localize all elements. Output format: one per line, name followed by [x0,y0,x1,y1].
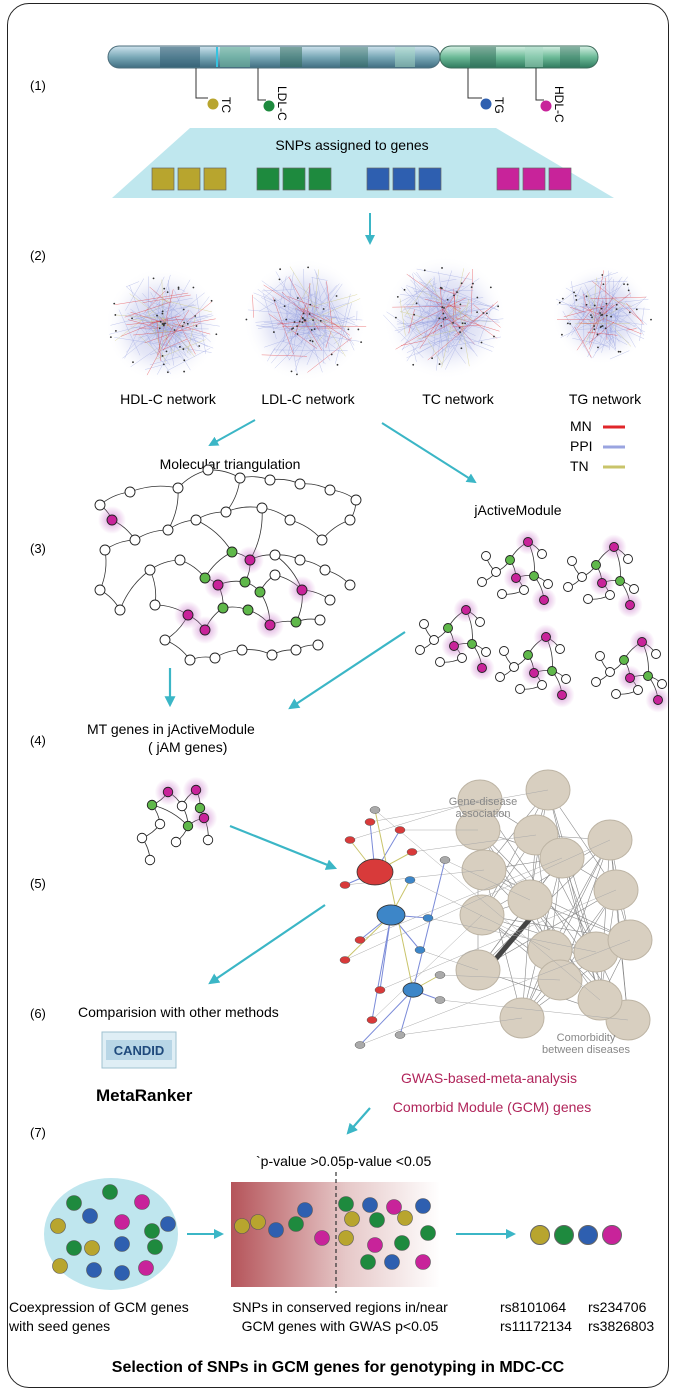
snp-tc-dot [207,98,219,110]
footer-title: Selection of SNPs in GCM genes for genot… [112,1359,565,1376]
snp-label-tg: TG [492,97,506,114]
network-label-hdl: HDL-C network [120,391,217,407]
hairball-3 [552,265,652,365]
rs-4: rs3826803 [588,1318,654,1334]
arrow-to-gwas [229,824,338,870]
gene-disease-network [339,769,653,1049]
network-labels: HDL-C network LDL-C network TC network T… [120,391,642,407]
gene-squares [151,167,572,191]
jam-module-3 [415,597,495,681]
jam-module-2 [563,534,643,618]
candid-text: CANDID [114,1043,165,1058]
jactivemodule-networks [415,529,671,713]
network-legend: MN PPI TN [570,418,625,474]
selected-snp-dots [530,1225,622,1245]
step-5-label: (5) [30,876,46,891]
step-2-label: (2) [30,248,46,263]
step-7-label: (7) [30,1125,46,1140]
jactivemodule-title: jActiveModule [473,502,561,518]
arrow-to-7 [346,1107,371,1135]
step4-line1: MT genes in jActiveModule [87,721,255,737]
coexpression-line1: Coexpression of GCM genes [9,1299,189,1315]
arrow-ldl-to-mt [208,419,256,446]
snps-line1: SNPs in conserved regions in/near [232,1299,448,1315]
rs-3: rs11172134 [500,1318,572,1334]
gcm-genes-label: Comorbid Module (GCM) genes [393,1099,591,1115]
snp-ldl-dot [263,100,275,112]
candid-logo: CANDID [101,1031,177,1069]
arrow-ldl-to-jam [381,422,477,484]
snp-box-title: SNPs assigned to genes [275,137,428,153]
step-4-label: (4) [30,733,46,748]
arrow-jam-to-4 [288,631,406,710]
step-1-label: (1) [30,78,46,93]
jam-module-4 [495,624,575,708]
legend-tn-label: TN [570,458,589,474]
molecular-triangulation-network [94,464,362,666]
snp-pins [195,68,544,101]
network-label-tg: TG network [569,391,642,407]
jam-module-1 [477,529,557,613]
p-low-label: p-value <0.05 [346,1153,431,1169]
legend-ppi-label: PPI [570,438,593,454]
network-hairballs [105,256,652,383]
molecular-triangulation-title: Molecular triangulation [160,456,301,472]
snp-label-ldl: LDL-C [275,86,289,121]
p-high-label: `p-value >0.05 [256,1153,346,1169]
metaranker-logo: MetaRanker [96,1086,193,1105]
jam-module-5 [591,629,671,713]
snps-line2: GCM genes with GWAS p<0.05 [242,1318,439,1334]
hairball-1 [243,258,367,382]
chromosome [107,45,599,69]
rs-1: rs8101064 [500,1299,566,1315]
gwas-meta-label: GWAS-based-meta-analysis [401,1070,577,1086]
snp-tg-dot [480,98,492,110]
step-3-label: (3) [30,541,46,556]
snp-label-hdl: HDL-C [552,86,566,123]
step-labels: (1) (2) (3) (4) (5) (6) (7) [30,78,46,1140]
gene-dots [50,1184,436,1281]
network-label-ldl: LDL-C network [261,391,355,407]
snp-label-tc: TC [219,97,233,113]
pvalue-gradient-box [231,1182,440,1287]
step7-captions: Coexpression of GCM genes with seed gene… [8,1299,654,1334]
hairball-0 [105,267,221,383]
rs-2: rs234706 [588,1299,647,1315]
step-6-label: (6) [30,1006,46,1021]
comorbidity-line: Comorbidity [557,1032,616,1044]
comparison-text: Comparision with other methods [78,1004,279,1020]
snp-labels: TC LDL-C TG HDL-C [219,86,566,123]
comorbidity-line2: between diseases [542,1044,631,1056]
hairball-2 [383,256,507,380]
coexpression-line2: with seed genes [8,1318,110,1334]
gene-disease-line2: association [455,808,510,820]
gene-disease-line: Gene-disease [449,796,518,808]
snp-hdl-dot [540,100,552,112]
legend-mn-label: MN [570,418,592,434]
arrow-to-comparison [208,904,326,985]
step4-line2: ( jAM genes) [148,739,227,755]
network-label-tc: TC network [422,391,495,407]
snp-assignment-box [112,128,614,198]
jam-gene-module [136,776,218,866]
